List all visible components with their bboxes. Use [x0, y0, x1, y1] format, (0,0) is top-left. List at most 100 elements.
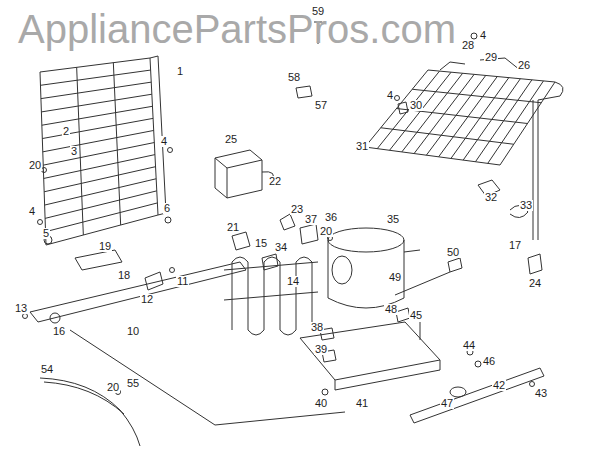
- callout-number: 17: [508, 240, 522, 251]
- evaporator-wire: [381, 128, 514, 145]
- rail: [30, 262, 246, 322]
- callout-number: 4: [160, 136, 168, 147]
- condenser-tube: [42, 106, 153, 125]
- callout-number: 26: [517, 60, 531, 71]
- callout-number: 20: [28, 160, 42, 171]
- evaporator-coil: [365, 58, 563, 274]
- screw: [165, 217, 171, 223]
- clip: [296, 86, 312, 98]
- callout-number: 19: [98, 241, 112, 252]
- condenser-tube: [44, 167, 155, 192]
- callout-number: 18: [117, 270, 131, 281]
- callout-number: 20: [319, 226, 333, 237]
- condenser-tube: [45, 179, 157, 205]
- compressor-base: [300, 322, 440, 390]
- washer: [475, 361, 481, 367]
- condenser-tube: [45, 191, 157, 219]
- condenser-coil: [40, 56, 166, 245]
- callout-number: 10: [126, 326, 140, 337]
- screw: [471, 33, 477, 39]
- evaporator-frame: [365, 70, 555, 165]
- callout-number: 12: [140, 294, 154, 305]
- drain-tube: [40, 378, 140, 446]
- evaporator-bracket: [440, 62, 465, 70]
- callout-number: 42: [492, 380, 506, 391]
- callout-number: 40: [314, 398, 328, 409]
- drain-tube: [44, 382, 124, 414]
- callout-number: 31: [355, 141, 369, 152]
- callout-number: 32: [484, 192, 498, 203]
- callout-number: 6: [163, 203, 171, 214]
- callout-number: 1: [176, 66, 184, 77]
- callout-number: 14: [286, 276, 300, 287]
- condenser-wire: [113, 63, 120, 225]
- condenser-frame: [40, 58, 158, 245]
- callout-number: 30: [409, 100, 423, 111]
- callout-number: 28: [461, 40, 475, 51]
- clip: [280, 214, 295, 230]
- callout-number: 41: [355, 398, 369, 409]
- callout-number: 38: [310, 322, 324, 333]
- clip: [398, 102, 408, 114]
- callout-number: 21: [226, 222, 240, 233]
- condenser-tube: [43, 130, 154, 151]
- overload: [232, 232, 250, 250]
- screw: [42, 168, 47, 173]
- callout-number: 24: [528, 278, 542, 289]
- callout-number: 58: [287, 72, 301, 83]
- callout-number: 34: [274, 242, 288, 253]
- evaporator-wire: [412, 89, 541, 103]
- callout-number: 43: [534, 388, 548, 399]
- callout-number: 11: [176, 276, 189, 287]
- grommet: [450, 387, 466, 397]
- relay-cover: [215, 150, 274, 198]
- rail: [410, 368, 544, 423]
- screw: [420, 322, 421, 340]
- callout-number: 36: [324, 212, 338, 223]
- callout-number: 57: [314, 100, 328, 111]
- callout-number: 47: [440, 398, 454, 409]
- callout-number: 46: [482, 356, 496, 367]
- condenser-tube: [40, 70, 150, 85]
- callout-number: 44: [462, 340, 476, 351]
- callout-number: 4: [479, 30, 487, 41]
- callout-number: 2: [62, 126, 70, 137]
- rod: [395, 272, 450, 295]
- callout-number: 39: [314, 344, 328, 355]
- callout-number: 35: [386, 214, 400, 225]
- callout-number: 5: [42, 228, 50, 239]
- callout-number: 16: [52, 326, 66, 337]
- callout-number: 59: [311, 6, 325, 17]
- screw: [38, 220, 43, 225]
- callout-number: 54: [40, 364, 54, 375]
- watermark: AppliancePartsPros.com: [18, 8, 456, 50]
- callout-number: 48: [384, 304, 398, 315]
- evaporator-tube: [538, 82, 563, 240]
- clip: [448, 258, 462, 272]
- callout-number: 13: [14, 303, 28, 314]
- callout-number: 49: [388, 272, 402, 283]
- condenser-tube: [41, 82, 151, 98]
- callout-number: 4: [386, 90, 394, 101]
- screw: [168, 148, 173, 153]
- callout-number: 22: [268, 176, 282, 187]
- callout-number: 55: [126, 378, 140, 389]
- condenser-tube: [46, 203, 158, 232]
- evaporator-tube: [533, 100, 534, 240]
- fasteners: [38, 22, 478, 244]
- callout-number: 3: [70, 146, 78, 157]
- coil-wire: [224, 262, 318, 300]
- condenser-tube: [42, 118, 153, 138]
- callout-number: 23: [290, 204, 304, 215]
- screw: [23, 314, 28, 319]
- bracket: [300, 224, 318, 244]
- callout-number: 45: [409, 310, 423, 321]
- drain-clip: [75, 250, 122, 270]
- screw: [395, 96, 400, 101]
- callout-number: 37: [304, 214, 318, 225]
- callout-number: 4: [28, 206, 36, 217]
- callout-number: 20: [106, 382, 120, 393]
- evaporator-tube: [377, 71, 439, 149]
- screw: [530, 382, 535, 387]
